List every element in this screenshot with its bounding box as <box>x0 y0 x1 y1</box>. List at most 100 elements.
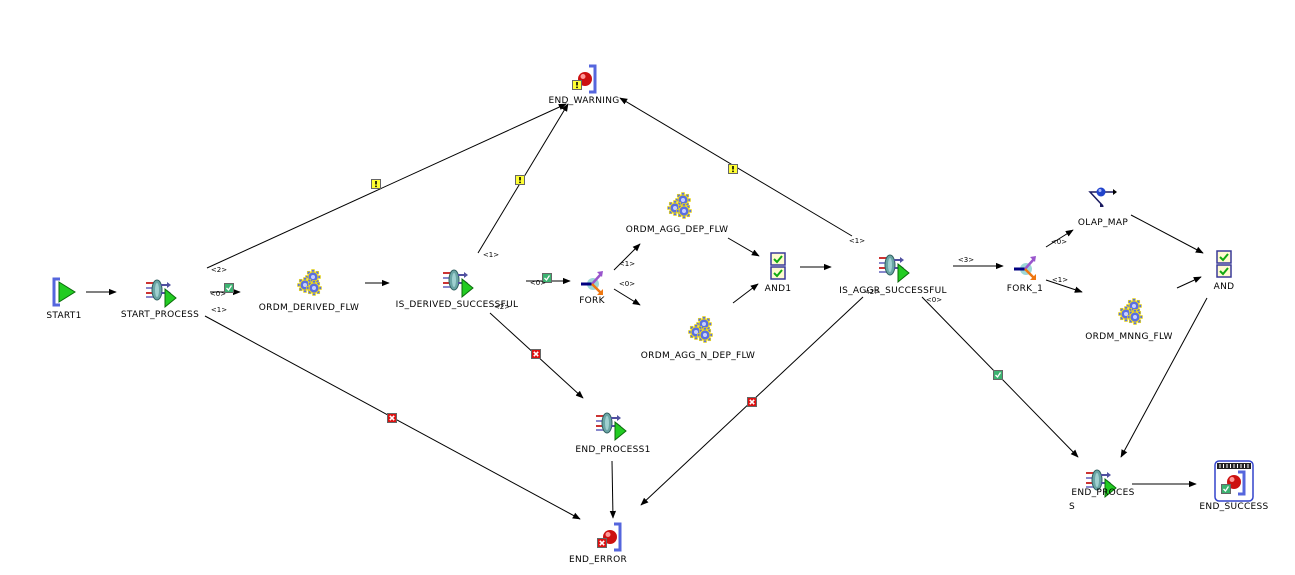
fork-icon[interactable] <box>581 271 603 295</box>
gears-icon[interactable] <box>688 316 713 343</box>
edge-is_derived_successful-to-end_process1[interactable]: <2> <box>489 303 584 399</box>
node-label: END_SUCCESS <box>1199 502 1268 512</box>
edge-is_derived_successful-to-end_warning[interactable]: <1> <box>477 103 569 259</box>
process-icon[interactable] <box>443 269 474 299</box>
edge-start_process-to-end_error[interactable]: <1> <box>204 306 581 520</box>
edge-is_derived_successful-to-fork[interactable]: <0> <box>526 273 571 288</box>
node-ordm-agg-dep-flw[interactable] <box>667 192 692 219</box>
node-and[interactable] <box>1216 250 1232 278</box>
gears-icon[interactable] <box>667 192 692 219</box>
node-label: OLAP_MAP <box>1078 218 1128 228</box>
success-condition-icon <box>993 370 1003 380</box>
edge-line[interactable] <box>1045 279 1083 293</box>
node-fork[interactable] <box>581 271 603 295</box>
port-label: <3> <box>958 256 974 264</box>
node-end-error[interactable] <box>597 522 622 552</box>
port-label: <1> <box>619 260 635 268</box>
node-label: IS_AGGR_SUCCESSFUL <box>839 286 947 296</box>
process-icon[interactable] <box>146 279 177 309</box>
warning-condition-icon <box>572 80 582 90</box>
edge-fork-to-ordm_agg_dep_flw[interactable]: <1> <box>613 243 641 271</box>
edge-fork_1-to-olap_map[interactable]: <0> <box>1045 229 1074 248</box>
node-end-process1[interactable] <box>596 412 627 442</box>
start-icon[interactable] <box>52 277 76 307</box>
mapping-icon[interactable] <box>1088 187 1117 208</box>
node-label: ORDM_AGG_DEP_FLW <box>626 225 729 235</box>
node-label: FORK <box>579 296 605 306</box>
edge-fork_1-to-ordm_mnng_flw[interactable]: <1> <box>1045 276 1083 293</box>
port-label: <2> <box>864 288 880 296</box>
error-condition-icon <box>531 349 541 359</box>
port-label: <0> <box>530 279 546 287</box>
edge-is_aggr_successful-to-fork_1[interactable]: <3> <box>953 256 1004 270</box>
edge-is_aggr_successful-to-end_warning[interactable]: <1> <box>619 97 865 245</box>
node-start-process[interactable] <box>146 279 177 309</box>
node-label: FORK_1 <box>1007 284 1043 294</box>
edge-and-to-end_process[interactable] <box>1120 297 1208 458</box>
fork-icon[interactable] <box>1014 256 1036 280</box>
edge-line[interactable] <box>609 460 617 519</box>
node-label: ORDM_AGG_N_DEP_FLW <box>641 351 755 361</box>
error-condition-icon <box>387 413 397 423</box>
edges-layer: <0><2><1><0><1><2><1><0><1><3><2><0><0><… <box>86 97 1208 520</box>
node-label: START_PROCESS <box>121 310 199 320</box>
edge-line[interactable] <box>727 237 760 257</box>
success-condition-icon <box>224 283 234 293</box>
edge-ordm_agg_dep_flw-to-and1[interactable] <box>727 237 760 257</box>
node-ordm-derived-flw[interactable] <box>297 269 322 296</box>
node-label: ORDM_DERIVED_FLW <box>259 303 359 313</box>
edge-line[interactable] <box>1120 297 1208 458</box>
and-join-icon[interactable] <box>1216 250 1232 278</box>
edge-olap_map-to-and[interactable] <box>1130 214 1204 254</box>
node-label: END_PROCES <box>1071 488 1134 498</box>
gears-icon[interactable] <box>297 269 322 296</box>
edge-start_process-to-ordm_derived_flw[interactable]: <0> <box>210 283 241 299</box>
warning-condition-icon <box>371 179 381 189</box>
edge-is_aggr_successful-to-end_process[interactable]: <0> <box>921 296 1079 458</box>
node-fork-1[interactable] <box>1014 256 1036 280</box>
edge-fork-to-ordm_agg_n_dep_flw[interactable]: <0> <box>613 280 641 306</box>
port-label: <1> <box>1052 276 1068 284</box>
node-and1[interactable] <box>770 252 786 280</box>
warning-condition-icon <box>515 175 525 185</box>
node-label: START1 <box>46 311 81 321</box>
node-end-success[interactable] <box>1214 460 1254 502</box>
end-success-icon[interactable] <box>1214 460 1254 502</box>
process-icon[interactable] <box>1086 469 1117 499</box>
node-olap-map[interactable] <box>1088 187 1117 208</box>
node-label: AND <box>1214 282 1235 292</box>
edge-line[interactable] <box>206 103 567 269</box>
node-start1[interactable] <box>52 277 76 307</box>
process-icon[interactable] <box>879 254 910 284</box>
port-label: <2> <box>211 266 227 274</box>
edge-line[interactable] <box>613 288 641 306</box>
edge-ordm_mnng_flw-to-and[interactable] <box>1176 276 1202 289</box>
end-warning-icon[interactable] <box>572 64 597 94</box>
edge-line[interactable] <box>613 243 641 271</box>
node-label: END_WARNING <box>548 96 619 106</box>
node-ordm-mnng-flw[interactable] <box>1118 298 1143 325</box>
edge-ordm_agg_n_dep_flw-to-and1[interactable] <box>732 283 759 304</box>
node-ordm-agg-n-dep-flw[interactable] <box>688 316 713 343</box>
edge-line[interactable] <box>1045 229 1074 248</box>
node-label: END_ERROR <box>569 555 627 565</box>
node-is-aggr-successful[interactable] <box>879 254 910 284</box>
and-join-icon[interactable] <box>770 252 786 280</box>
edge-is_aggr_successful-to-end_error[interactable]: <2> <box>640 288 880 506</box>
edge-line[interactable] <box>732 283 759 304</box>
node-end-process[interactable] <box>1086 469 1117 499</box>
edge-end_process1-to-end_error[interactable] <box>609 460 617 519</box>
node-end-warning[interactable] <box>572 64 597 94</box>
edge-line[interactable] <box>1176 276 1202 289</box>
edge-line[interactable] <box>1130 214 1204 254</box>
process-icon[interactable] <box>596 412 627 442</box>
gears-icon[interactable] <box>1118 298 1143 325</box>
error-condition-icon <box>747 397 757 407</box>
edge-start_process-to-end_warning[interactable]: <2> <box>206 103 567 274</box>
end-error-icon[interactable] <box>597 522 622 552</box>
success-condition-icon <box>542 273 552 283</box>
port-label: <0> <box>619 280 635 288</box>
node-is-derived-successful[interactable] <box>443 269 474 299</box>
node-label: END_PROCESS1 <box>575 445 650 455</box>
